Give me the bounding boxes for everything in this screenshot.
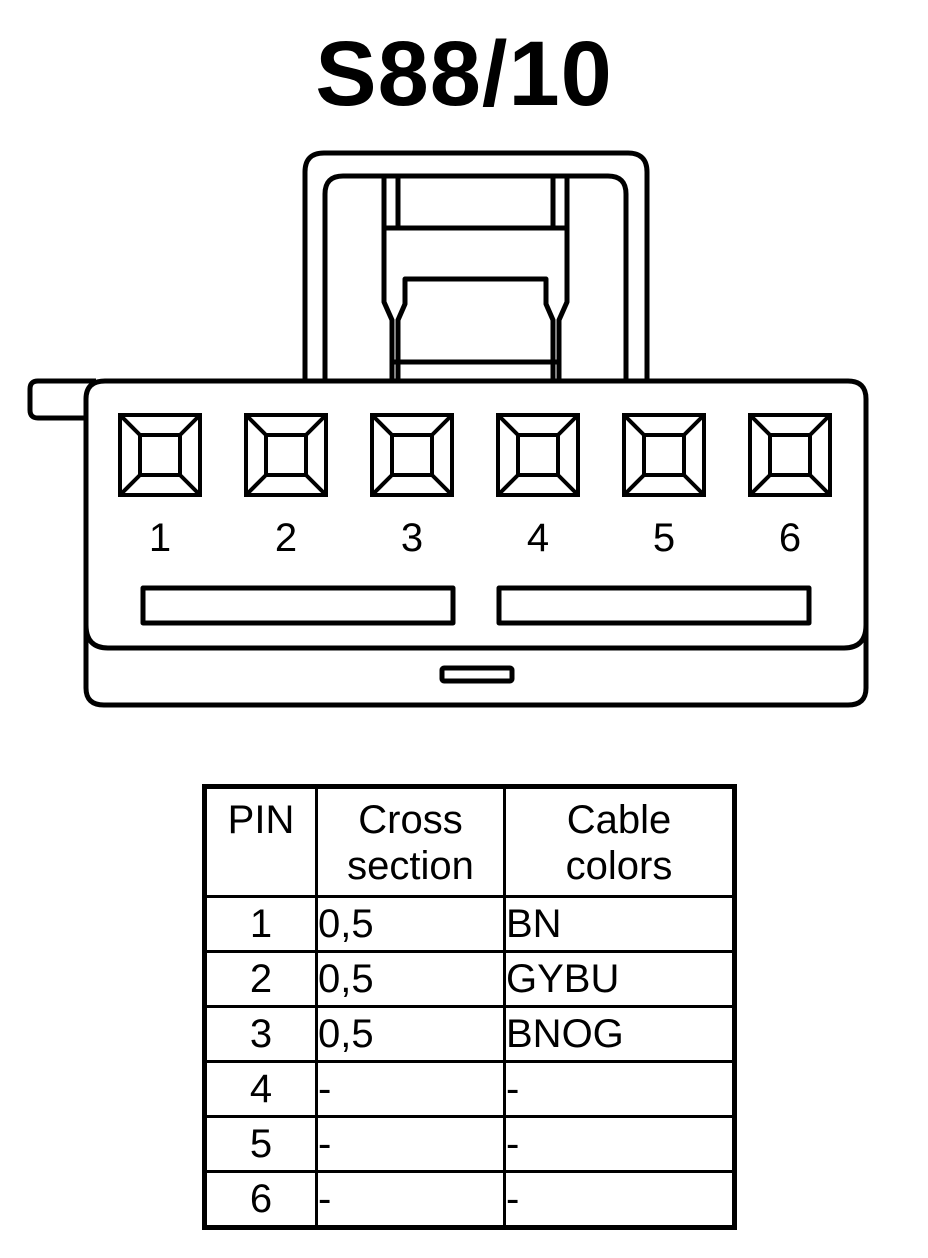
cell-pin: 1 xyxy=(203,895,318,953)
cell-cable-color: - xyxy=(503,1170,736,1229)
connector-title: S88/10 xyxy=(315,23,613,125)
pin-number-6: 6 xyxy=(779,516,801,560)
header-pin-label: PIN xyxy=(227,798,295,842)
pin-cavity-2 xyxy=(244,413,328,497)
pin-cavity-6 xyxy=(748,413,832,497)
cell-pin: 5 xyxy=(203,1115,318,1173)
table-row: 5 - - xyxy=(203,1115,736,1173)
pin-cavity-5 xyxy=(622,413,706,497)
pin-number-3: 3 xyxy=(401,516,423,560)
cell-pin: 2 xyxy=(203,950,318,1008)
lock-slot xyxy=(439,665,515,684)
connector-body xyxy=(83,378,869,708)
connector-body-face xyxy=(83,624,869,651)
table-row: 3 0,5 BNOG xyxy=(203,1005,736,1063)
header-cable-colors-line1: Cable xyxy=(566,798,672,842)
cell-cross-section: 0,5 xyxy=(315,895,506,953)
cell-pin: 4 xyxy=(203,1060,318,1118)
pin-cavity-1 xyxy=(118,413,202,497)
header-cable-colors-line2: colors xyxy=(565,844,673,888)
table-row: 4 - - xyxy=(203,1060,736,1118)
cell-cross-section: - xyxy=(315,1170,506,1229)
pin-number-1: 1 xyxy=(149,516,171,560)
header-cross-section-line1: Cross xyxy=(358,798,463,842)
keying-slot-left xyxy=(140,585,456,626)
header-cross-section: Cross section xyxy=(315,785,506,898)
cell-cross-section: 0,5 xyxy=(315,1005,506,1063)
cell-cross-section: - xyxy=(315,1115,506,1173)
latch-key-inner xyxy=(395,276,556,383)
table-row: 1 0,5 BN xyxy=(203,895,736,953)
connector-latch-inner xyxy=(322,173,629,383)
connector-latch xyxy=(302,150,650,383)
cell-pin: 6 xyxy=(203,1170,318,1229)
cell-pin: 3 xyxy=(203,1005,318,1063)
header-cable-colors: Cable colors xyxy=(503,785,736,898)
table-row: 2 0,5 GYBU xyxy=(203,950,736,1008)
cell-cable-color: BN xyxy=(503,895,736,953)
pin-number-2: 2 xyxy=(275,516,297,560)
latch-key-outer xyxy=(381,228,570,383)
cell-cable-color: - xyxy=(503,1115,736,1173)
pin-number-5: 5 xyxy=(653,516,675,560)
cell-cable-color: GYBU xyxy=(503,950,736,1008)
table-header-row: PIN Cross section Cable colors xyxy=(203,785,736,898)
cell-cross-section: - xyxy=(315,1060,506,1118)
connector-side-tab xyxy=(27,378,96,421)
pin-cavity-4 xyxy=(496,413,580,497)
header-cross-section-line2: section xyxy=(347,844,474,888)
pin-cavity-3 xyxy=(370,413,454,497)
pin-number-4: 4 xyxy=(527,516,549,560)
cell-cable-color: BNOG xyxy=(503,1005,736,1063)
header-pin: PIN xyxy=(203,785,318,898)
cell-cable-color: - xyxy=(503,1060,736,1118)
cell-cross-section: 0,5 xyxy=(315,950,506,1008)
keying-slot-right xyxy=(496,585,812,626)
pin-table: PIN Cross section Cable colors 1 0,5 BN … xyxy=(202,784,737,1230)
table-row: 6 - - xyxy=(203,1170,736,1229)
